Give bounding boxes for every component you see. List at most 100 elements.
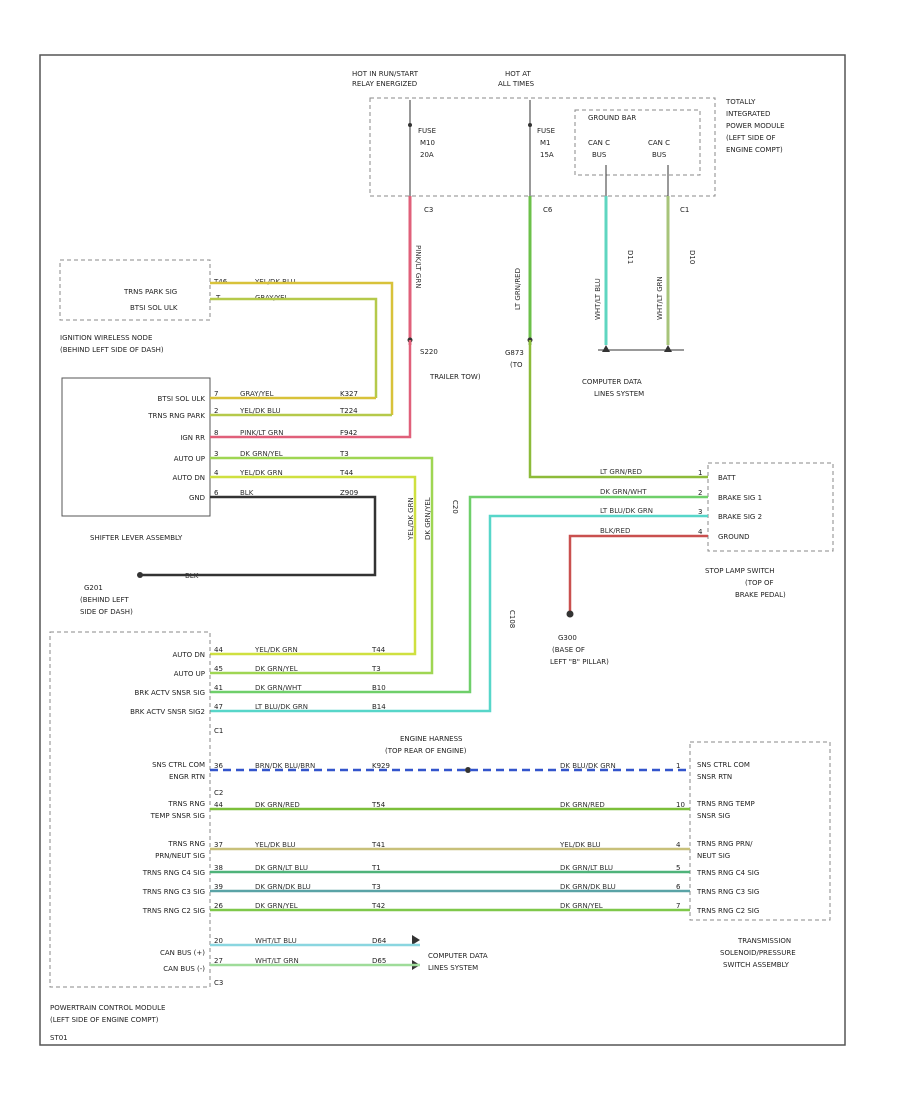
tsps-row-3: SNSR SIG	[697, 812, 730, 820]
g300-desc-2: LEFT "B" PILLAR)	[550, 658, 609, 666]
shifter-wire-5: BLK	[240, 489, 254, 497]
stop-row-0: BATT	[718, 474, 736, 482]
tipm-conn-c6: C6	[543, 206, 553, 214]
stop-row-1: BRAKE SIG 1	[718, 494, 762, 502]
tsps-wire-4: DK GRN/DK BLU	[560, 883, 616, 891]
pcm-circuit-2: B10	[372, 684, 386, 692]
shifter-wire-4: YEL/DK GRN	[239, 469, 283, 477]
node-g873-2: (TO	[510, 361, 523, 369]
wn-title-1: IGNITION WIRELESS NODE	[60, 334, 152, 342]
pcm-circuit-11: D65	[372, 957, 386, 965]
shifter-row-2: IGN RR	[180, 434, 205, 442]
pcm-wire-10: WHT/LT BLU	[255, 937, 297, 945]
stop-row-2: BRAKE SIG 2	[718, 513, 762, 521]
pcm-wire-5: DK GRN/RED	[255, 801, 300, 809]
pcm-pin-0: 44	[214, 646, 223, 654]
fuse2-l3: 15A	[540, 151, 554, 159]
pcm-row-5: ENGR RTN	[169, 773, 205, 781]
sw-v3: C20	[451, 500, 459, 514]
pcm-circuit-5: T54	[371, 801, 386, 809]
eh-1: ENGINE HARNESS	[400, 735, 463, 743]
pcm-pin-1: 45	[214, 665, 223, 673]
stop-wire-3: BLK/RED	[600, 527, 630, 535]
pcm-wire-1: DK GRN/YEL	[255, 665, 298, 673]
pcm-wire-2: DK GRN/WHT	[255, 684, 302, 692]
sl-title-2: (TOP OF	[745, 579, 774, 587]
tsps-wire-5: DK GRN/YEL	[560, 902, 603, 910]
pcm-row-3: BRK ACTV SNSR SIG2	[130, 708, 205, 716]
pcm-row-14: CAN BUS (-)	[163, 965, 205, 973]
pcm-conn-c3: C3	[214, 979, 223, 987]
tipm-title-2: INTEGRATED	[726, 110, 770, 118]
tsps-row-5: NEUT SIG	[697, 852, 730, 860]
pcm-title-1: POWERTRAIN CONTROL MODULE	[50, 1004, 165, 1012]
pcm-footer: ST01	[50, 1034, 68, 1042]
shifter-circuit-5: Z909	[340, 489, 358, 497]
tsps-pin-1: 10	[676, 801, 685, 809]
tsps-pin-4: 6	[676, 883, 681, 891]
tipm-box	[369, 97, 716, 197]
can-c-1b: BUS	[592, 151, 607, 159]
can-c-2b: BUS	[652, 151, 667, 159]
shifter-wire-0: GRAY/YEL	[240, 390, 274, 398]
wn-title-2: (BEHIND LEFT SIDE OF DASH)	[60, 346, 164, 354]
shifter-circuit-4: T44	[339, 469, 354, 477]
sl-title-1: STOP LAMP SWITCH	[705, 567, 774, 575]
tsps-row-2: TRNS RNG TEMP	[696, 800, 755, 808]
node-g873-1: G873	[505, 349, 524, 357]
stop-wire-0: LT GRN/RED	[600, 468, 642, 476]
pcm-wire-11: WHT/LT GRN	[255, 957, 299, 965]
shifter-pin-3: 3	[214, 450, 218, 458]
hot-label-1: HOT IN RUN/START	[352, 70, 419, 78]
sw-v1: YEL/DK GRN	[407, 497, 415, 541]
pcm-circuit-0: T44	[371, 646, 386, 654]
wireless-node: TRNS PARK SIG BTSI SOL ULK T46 T YEL/DK …	[59, 259, 394, 415]
stop-row-3: GROUND	[718, 533, 750, 541]
pcm-row-11: TRNS RNG C3 SIG	[142, 888, 205, 896]
shifter-row-4: AUTO DN	[172, 474, 205, 482]
pcm-row-0: AUTO DN	[172, 651, 205, 659]
fuse1-l3: 20A	[420, 151, 434, 159]
ground-bar-box	[574, 109, 701, 176]
shifter-pin-4: 4	[214, 469, 219, 477]
fuse1-l2: M10	[420, 139, 435, 147]
pcm-row-9: PRN/NEUT SIG	[155, 852, 205, 860]
pcm-circuit-4: K929	[372, 762, 390, 770]
pcm-dl-1: COMPUTER DATA	[428, 952, 488, 960]
pcm-conn-c1: C1	[214, 727, 223, 735]
tsps-title-1: TRANSMISSION	[737, 937, 791, 945]
pcm-title-2: (LEFT SIDE OF ENGINE COMPT)	[50, 1016, 159, 1024]
wn-row-1: TRNS PARK SIG	[123, 288, 177, 296]
pcm-row-8: TRNS RNG	[167, 840, 205, 848]
g300-desc-1: (BASE OF	[552, 646, 585, 654]
eh-2: (TOP REAR OF ENGINE)	[385, 747, 467, 755]
can-c-2a: CAN C	[648, 139, 670, 147]
tsps-wire-0: DK BLU/DK GRN	[560, 762, 616, 770]
shifter-wire-2: PINK/LT GRN	[240, 429, 283, 437]
pcm-pin-11: 27	[214, 957, 223, 965]
tsps-row-1: SNSR RTN	[697, 773, 732, 781]
pcm-row-10: TRNS RNG C4 SIG	[142, 869, 205, 877]
fuse1-l1: FUSE	[418, 127, 436, 135]
pcm-wire-8: DK GRN/DK BLU	[255, 883, 311, 891]
pcm-circuit-8: T3	[371, 883, 381, 891]
g300-id: G300	[558, 634, 577, 642]
pcm-dl-2: LINES SYSTEM	[428, 964, 478, 972]
pcm-conn-c2: C2	[214, 789, 223, 797]
tipm-dl-1: COMPUTER DATA	[582, 378, 642, 386]
tsps-pin-5: 7	[676, 902, 680, 910]
wl-lt-grn-red: LT GRN/RED	[514, 268, 522, 310]
wn-row-2: BTSI SOL ULK	[130, 304, 178, 312]
tsps-wire-3: DK GRN/LT BLU	[560, 864, 613, 872]
pcm-pin-3: 47	[214, 703, 223, 711]
shifter-pin-5: 6	[214, 489, 219, 497]
stop-wire-2: LT BLU/DK GRN	[600, 507, 653, 515]
node-g873-3: TRAILER TOW)	[429, 373, 481, 381]
pcm-row-1: AUTO UP	[174, 670, 205, 678]
tipm-conn-c1: C1	[680, 206, 689, 214]
